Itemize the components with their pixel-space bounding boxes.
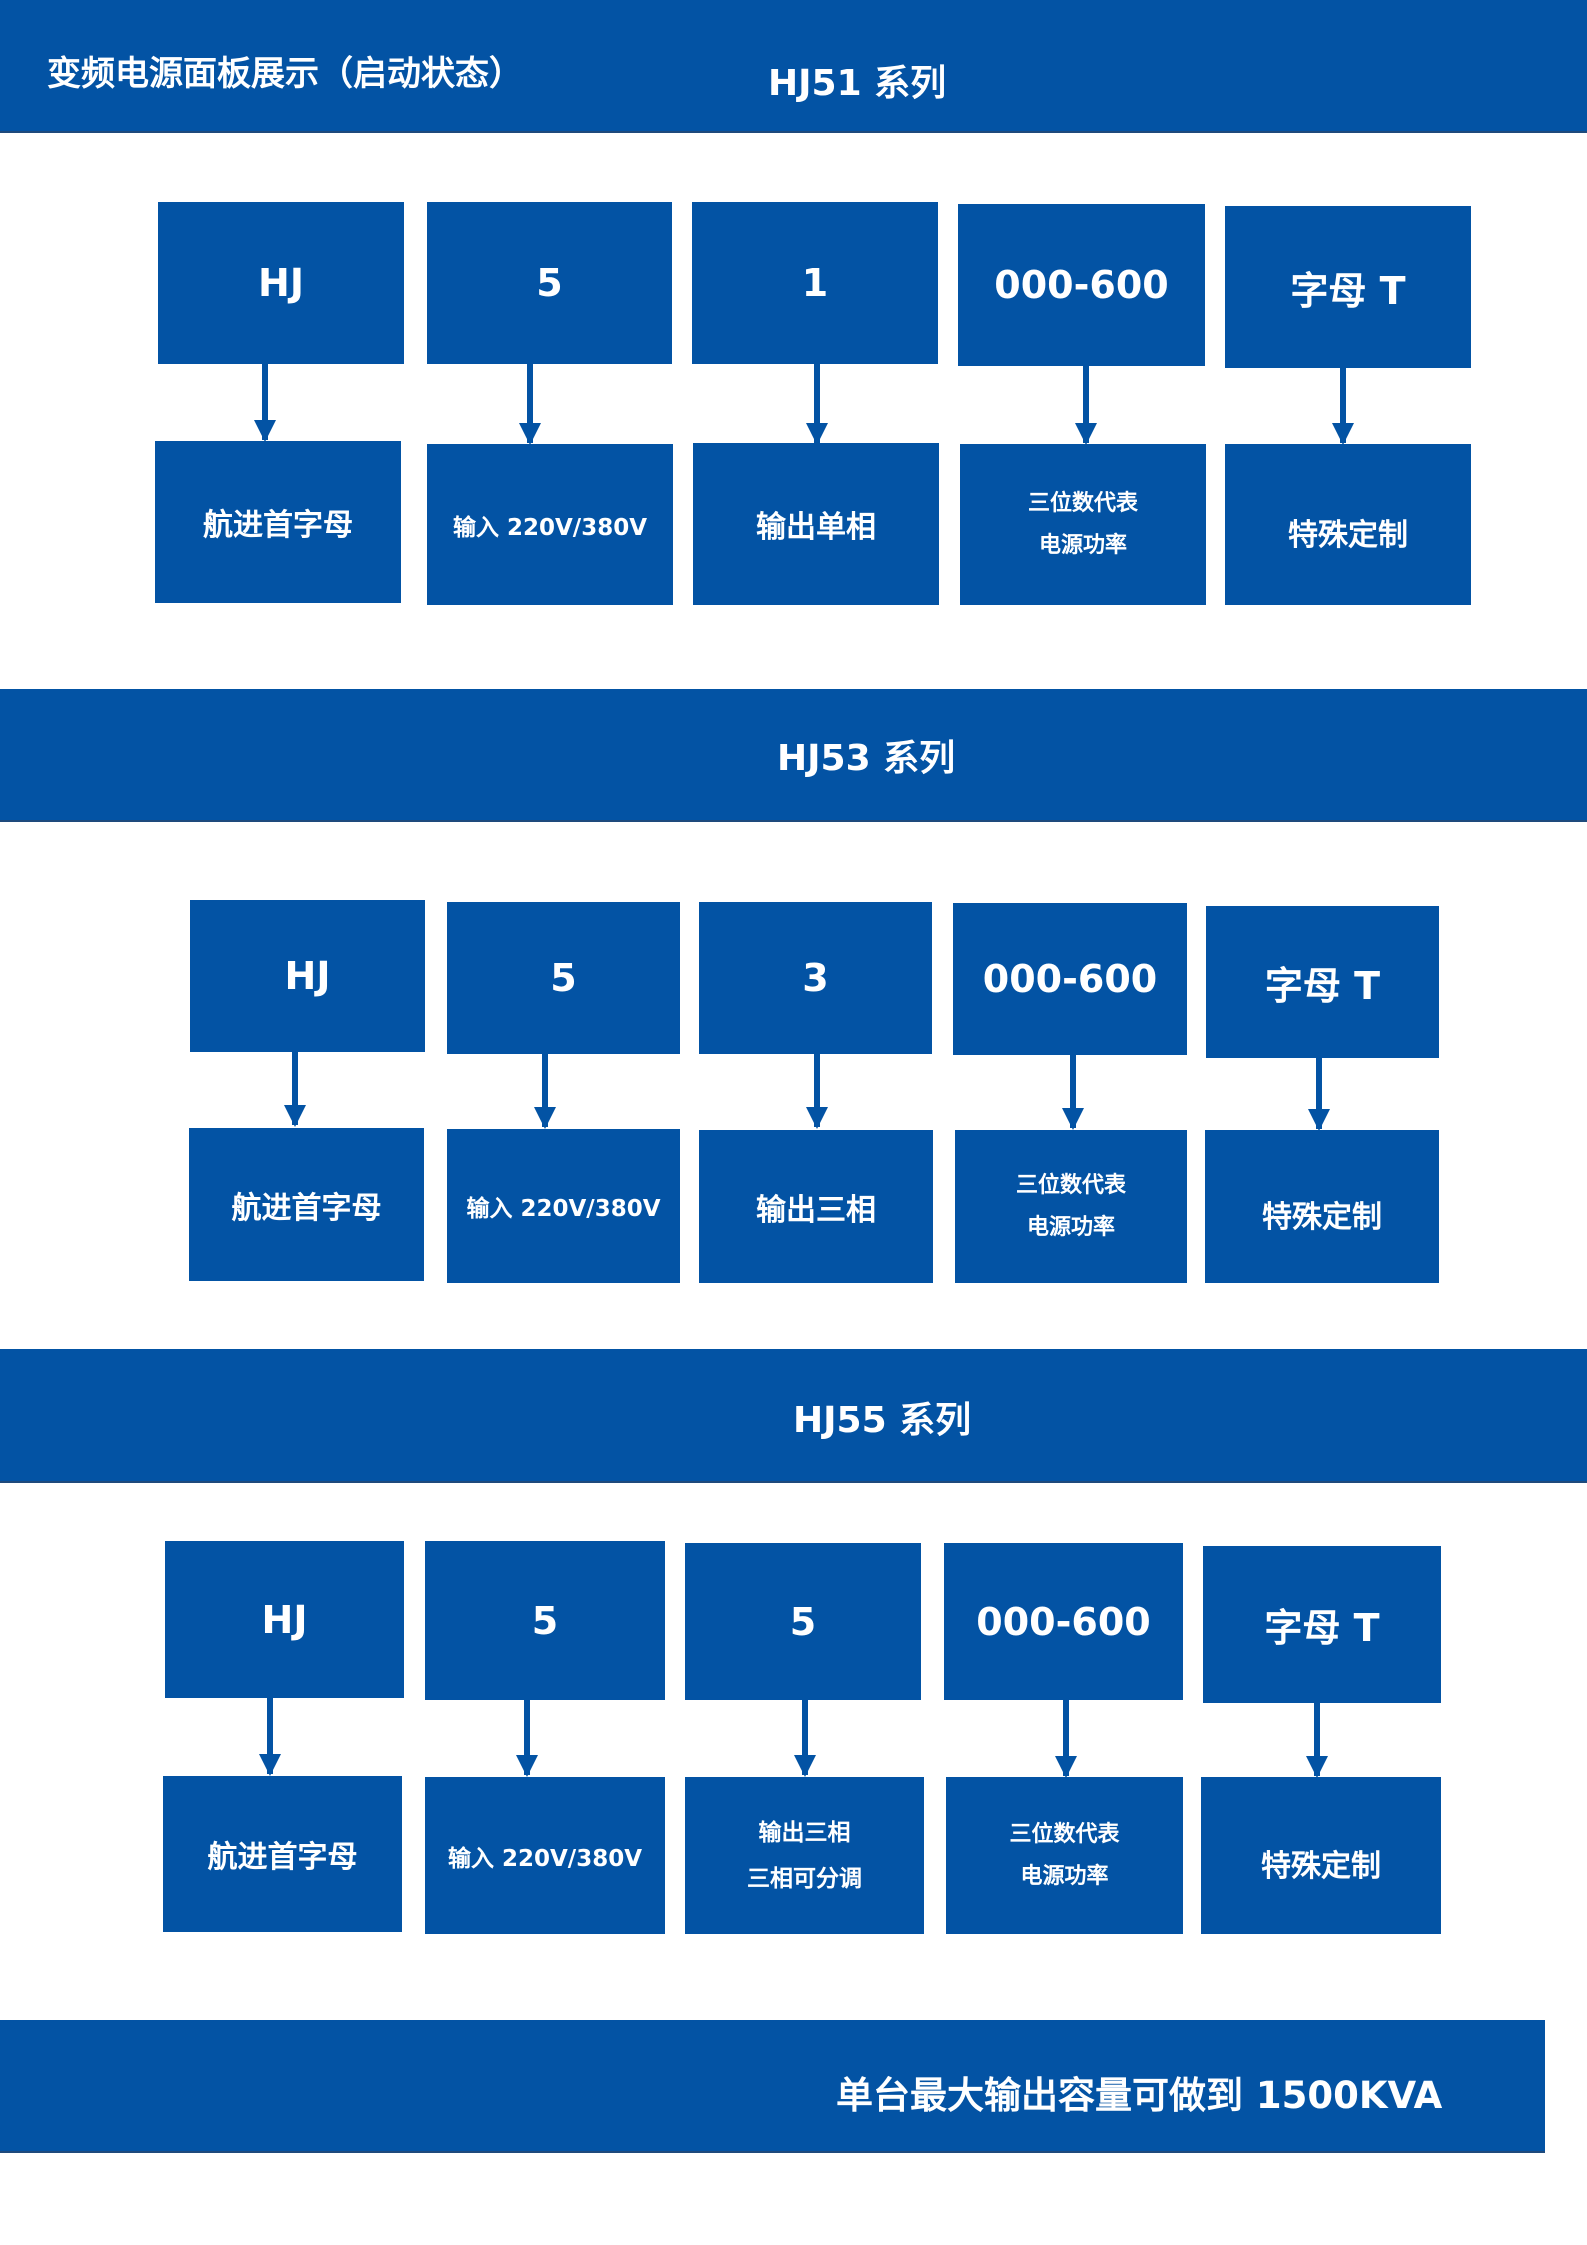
code-box: 000-600 <box>953 903 1187 1055</box>
meaning-box: 输出单相 <box>693 443 939 605</box>
meaning-text: 特殊定制 <box>1261 1848 1381 1884</box>
code-box: 3 <box>699 902 932 1054</box>
meaning-box: 输出三相三相可分调 <box>685 1777 924 1934</box>
meaning-box: 输入 220V/380V <box>427 444 673 605</box>
header-band: 变频电源面板展示（启动状态） HJ51 系列 <box>0 0 1587 133</box>
code-text: 3 <box>802 956 829 1000</box>
meaning-box: 输出三相 <box>699 1130 933 1283</box>
meaning-text: 三位数代表 <box>1027 490 1138 516</box>
code-text: HJ <box>284 954 331 998</box>
code-text: 字母 T <box>1290 268 1406 313</box>
arrow-down-icon <box>806 364 828 445</box>
page-title: 变频电源面板展示（启动状态） <box>47 54 523 94</box>
code-text: 5 <box>789 1599 817 1644</box>
meaning-text: 输出单相 <box>756 510 876 545</box>
code-box: 字母 T <box>1203 1546 1441 1703</box>
arrow-down-icon <box>1062 1055 1084 1130</box>
section-band-hj55: HJ55 系列 <box>0 1349 1587 1483</box>
code-box: HJ <box>190 900 425 1052</box>
meaning-box: 输入 220V/380V <box>425 1777 665 1934</box>
code-text: 5 <box>531 1598 559 1643</box>
code-text: 字母 T <box>1264 1606 1380 1650</box>
meaning-text: 输入 220V/380V <box>466 1196 661 1222</box>
meaning-box: 三位数代表电源功率 <box>955 1130 1187 1283</box>
arrow-down-icon <box>1332 368 1354 445</box>
arrow-down-icon <box>1055 1700 1077 1778</box>
meaning-text: 三位数代表 <box>1009 1821 1120 1847</box>
code-text: 字母 T <box>1264 963 1381 1008</box>
arrow-down-icon <box>259 1698 281 1776</box>
arrow-down-icon <box>806 1054 828 1129</box>
meaning-text: 特殊定制 <box>1288 517 1408 553</box>
meaning-text: 输出三相 <box>758 1819 851 1846</box>
meaning-text: 航进首字母 <box>207 1840 358 1875</box>
meaning-text: 特殊定制 <box>1262 1199 1382 1235</box>
code-box: HJ <box>165 1541 404 1698</box>
code-text: HJ <box>261 1597 308 1642</box>
code-box: 5 <box>685 1543 921 1700</box>
arrow-down-icon <box>254 364 276 442</box>
code-box: 5 <box>427 202 672 364</box>
arrow-down-icon <box>534 1054 556 1129</box>
code-box: 5 <box>425 1541 665 1700</box>
code-text: 000-600 <box>994 263 1169 307</box>
code-box: 字母 T <box>1225 206 1471 368</box>
arrow-down-icon <box>1308 1058 1330 1131</box>
meaning-box: 特殊定制 <box>1205 1130 1439 1283</box>
code-box: 字母 T <box>1206 906 1439 1058</box>
arrow-down-icon <box>1306 1703 1328 1778</box>
meaning-text: 输入 220V/380V <box>452 514 648 541</box>
code-text: 5 <box>536 261 563 305</box>
code-text: 000-600 <box>976 1599 1151 1644</box>
code-box: HJ <box>158 202 404 364</box>
meaning-box: 输入 220V/380V <box>447 1129 680 1283</box>
section-title-hj55: HJ55 系列 <box>793 1400 972 1441</box>
arrow-down-icon <box>1075 366 1097 445</box>
meaning-text: 航进首字母 <box>203 508 353 543</box>
meaning-box: 航进首字母 <box>189 1128 424 1281</box>
section-band-hj53: HJ53 系列 <box>0 689 1587 822</box>
code-box: 000-600 <box>958 204 1205 366</box>
section-title-hj53: HJ53 系列 <box>777 738 956 779</box>
meaning-text: 电源功率 <box>1026 1214 1115 1240</box>
meaning-text: 三相可分调 <box>747 1865 862 1892</box>
code-text: 5 <box>550 956 577 1000</box>
footer-text: 单台最大输出容量可做到 1500KVA <box>836 2074 1443 2117</box>
code-box: 5 <box>447 902 680 1054</box>
arrow-down-icon <box>516 1700 538 1777</box>
meaning-box: 特殊定制 <box>1201 1777 1441 1934</box>
meaning-box: 三位数代表电源功率 <box>960 444 1206 605</box>
arrow-down-icon <box>794 1700 816 1777</box>
code-text: HJ <box>258 261 304 305</box>
code-text: 1 <box>801 261 829 305</box>
arrow-down-icon <box>284 1052 306 1127</box>
footer-band: 单台最大输出容量可做到 1500KVA <box>0 2020 1545 2153</box>
code-box: 1 <box>692 202 938 364</box>
meaning-text: 电源功率 <box>1020 1863 1109 1889</box>
meaning-text: 电源功率 <box>1038 532 1127 558</box>
meaning-text: 输出三相 <box>756 1192 876 1228</box>
meaning-box: 三位数代表电源功率 <box>946 1777 1183 1934</box>
meaning-box: 航进首字母 <box>163 1776 402 1932</box>
meaning-box: 航进首字母 <box>155 441 401 603</box>
meaning-text: 航进首字母 <box>231 1190 382 1226</box>
arrow-down-icon <box>519 364 541 445</box>
section-title-hj51: HJ51 系列 <box>768 63 947 104</box>
code-box: 000-600 <box>944 1543 1183 1700</box>
meaning-text: 三位数代表 <box>1015 1172 1126 1198</box>
meaning-text: 输入 220V/380V <box>447 1845 643 1872</box>
meaning-box: 特殊定制 <box>1225 444 1471 605</box>
code-text: 000-600 <box>982 957 1158 1001</box>
